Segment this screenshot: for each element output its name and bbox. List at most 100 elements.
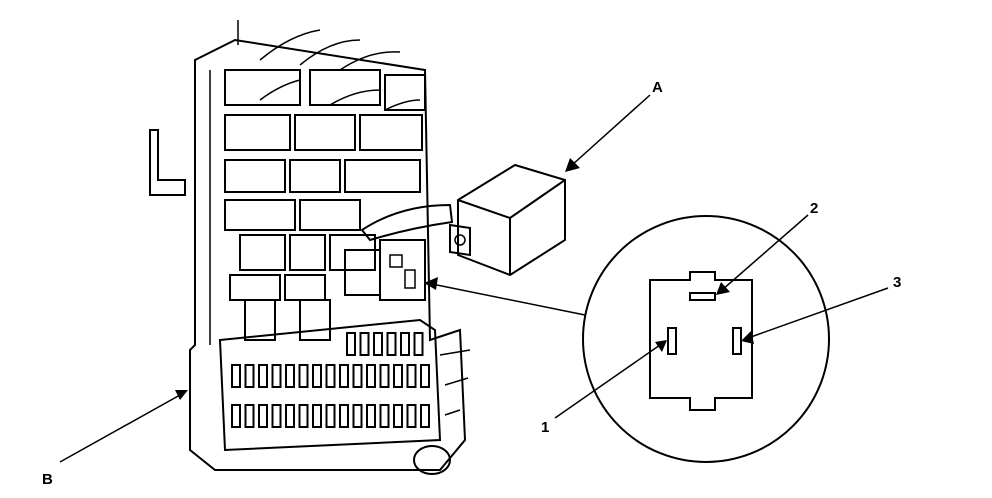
relay-socket: [299, 199, 361, 231]
socket-pointer-arrowhead: [424, 277, 438, 290]
relay-socket-face: [649, 271, 753, 411]
fuse-slot: [258, 364, 268, 388]
relay-socket: [239, 234, 286, 271]
fuse-row-lower: [231, 404, 430, 428]
fuse-row-upper: [231, 364, 430, 388]
fuse-row-top: [346, 332, 424, 356]
relay-socket: [309, 69, 381, 106]
arrowhead-b: [175, 390, 188, 400]
side-wire: [444, 409, 461, 416]
fuse-slot: [231, 364, 241, 388]
label-a: A: [652, 79, 663, 96]
hand-finger: [360, 203, 454, 242]
fuse-slot: [325, 364, 336, 388]
socket-pointer-line: [431, 283, 586, 316]
wire-harness: [329, 89, 381, 106]
fuse-slot: [298, 364, 309, 388]
fuse-slot: [366, 404, 376, 428]
wire-harness: [259, 29, 321, 61]
relay-socket: [294, 114, 356, 151]
wire-harness: [339, 51, 401, 71]
arrowhead-a: [565, 158, 580, 172]
target-relay-socket: [379, 239, 426, 301]
socket-terminal: [404, 269, 416, 289]
arrowhead-3: [741, 331, 754, 344]
mounting-bracket: [149, 129, 186, 196]
relay-socket: [244, 299, 276, 341]
relay-mount-tab: [449, 223, 471, 257]
fuse-slot: [339, 364, 349, 388]
fuse-slot: [379, 404, 390, 428]
fuse-slot: [413, 332, 424, 356]
wire-harness: [259, 79, 301, 101]
relay-socket: [289, 234, 326, 271]
relay-socket: [224, 159, 286, 193]
fuse-slot: [244, 404, 255, 428]
fuse-slot: [312, 364, 322, 388]
relay-terminal-inset: [582, 215, 830, 463]
relay-socket: [344, 159, 421, 193]
label-1: 1: [541, 419, 549, 436]
leader-lines: [59, 94, 889, 463]
side-wire: [444, 377, 469, 386]
fuse-slot: [352, 404, 363, 428]
fuse-slot: [312, 404, 322, 428]
fuse-panel: [218, 318, 442, 452]
fuse-slot: [359, 332, 370, 356]
fuse-slot: [352, 364, 363, 388]
fuse-slot: [231, 404, 241, 428]
fuse-slot: [285, 364, 295, 388]
fuse-slot: [373, 332, 383, 356]
fuse-slot: [406, 364, 417, 388]
fuse-slot: [244, 364, 255, 388]
fuse-slot: [393, 404, 403, 428]
relay-socket: [224, 69, 301, 106]
fuse-slot: [406, 404, 417, 428]
relay-socket: [289, 159, 341, 193]
leader-3: [747, 287, 889, 339]
relay-a: [360, 163, 566, 277]
fuse-slot: [420, 364, 430, 388]
leader-a: [571, 94, 651, 166]
fuse-slot: [346, 332, 356, 356]
inset-circle: [582, 215, 830, 463]
relay-socket-grid: [224, 69, 426, 341]
terminal-3-slot: [732, 327, 742, 355]
relay-socket: [384, 74, 426, 111]
fuse-slot: [386, 332, 397, 356]
relay-body: [457, 163, 566, 277]
leader-b: [59, 394, 181, 463]
under-dash-fuse-relay-box: [149, 20, 471, 475]
mount-hole: [454, 234, 466, 246]
fuse-slot: [271, 364, 282, 388]
relay-socket: [224, 114, 291, 151]
wire-harness: [299, 39, 361, 66]
wire-harness: [384, 99, 421, 111]
connector-boot: [413, 445, 451, 475]
fuse-slot: [379, 364, 390, 388]
label-2: 2: [810, 200, 818, 217]
relay-top-edge: [457, 179, 566, 220]
leader-2: [721, 214, 809, 291]
fuse-slot: [271, 404, 282, 428]
relay-socket: [224, 199, 296, 231]
terminal-1-slot: [667, 327, 677, 355]
fuse-slot: [285, 404, 295, 428]
fuse-panel-frame: [218, 318, 442, 452]
fuse-slot: [420, 404, 430, 428]
relay-socket: [299, 299, 331, 341]
fuse-box-housing: [189, 38, 467, 471]
terminal-2-slot: [689, 292, 716, 301]
label-b: B: [42, 471, 53, 488]
leader-1: [554, 344, 661, 419]
fuse-slot: [393, 364, 403, 388]
relay-socket: [329, 234, 376, 271]
relay-socket: [229, 274, 281, 301]
fuse-slot: [325, 404, 336, 428]
fuse-slot: [366, 364, 376, 388]
fuse-slot: [298, 404, 309, 428]
arrowhead-2: [716, 282, 730, 295]
fuse-slot: [400, 332, 410, 356]
arrowhead-1: [655, 340, 667, 352]
